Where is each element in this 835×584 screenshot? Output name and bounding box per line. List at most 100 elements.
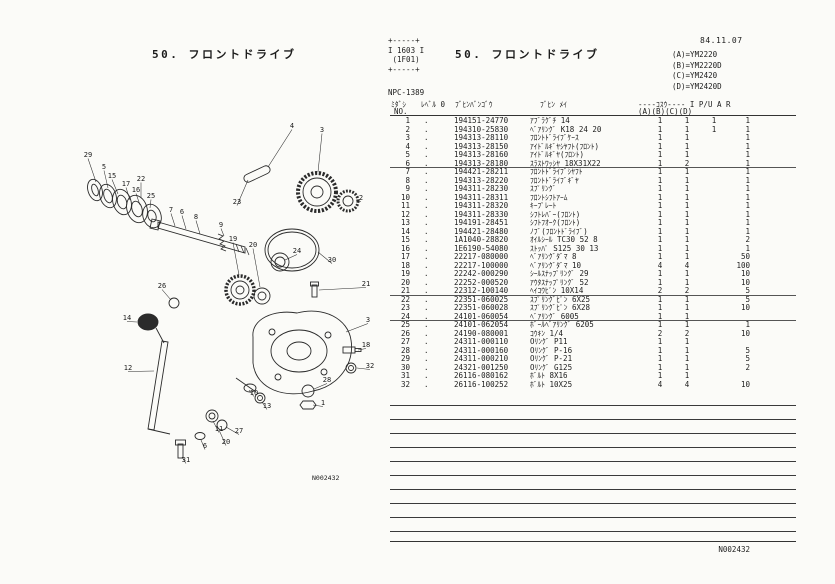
- fiche-code-line: +-----+: [388, 36, 420, 45]
- row-part-name: ｽﾌﾟﾘﾝｸﾞ: [530, 185, 557, 194]
- model-list: (A)=YM2220(B)=YM2220D(C)=YM2420(D)=YM242…: [672, 50, 722, 92]
- row-qty-b: 1: [684, 226, 690, 236]
- row-qty-b: 1: [684, 354, 690, 364]
- row-level: .: [424, 337, 429, 347]
- row-no: 15: [400, 235, 410, 245]
- row-part-name: ｺｳｷﾝ 1/4: [530, 329, 564, 338]
- row-part-number: 26116-080162: [454, 371, 509, 381]
- row-level: .: [424, 175, 429, 185]
- row-no: 8: [405, 175, 410, 185]
- callout-leader: [357, 348, 367, 351]
- ruled-line: [390, 462, 796, 476]
- row-qty-a: 1: [657, 175, 663, 185]
- row-level: .: [424, 371, 429, 381]
- revision-date: 84.11.07: [700, 36, 743, 45]
- row-level: .: [424, 277, 429, 287]
- row-qty-b: 1: [684, 175, 690, 185]
- row-part-name: ﾎﾞﾙﾄ 8X16: [530, 372, 568, 381]
- row-part-name: ｱﾌﾞﾗｸﾞﾁ 14: [530, 117, 570, 125]
- row-part-number: 194313-28110: [454, 133, 509, 143]
- row-part-name: ﾍﾞｱﾘﾝｸﾞ K18 24 20: [530, 125, 602, 134]
- row-no: 17: [400, 252, 410, 262]
- row-level: .: [424, 201, 429, 211]
- row-no: 2: [405, 124, 410, 134]
- callout-leader: [261, 401, 268, 410]
- row-qty-a: 1: [657, 345, 663, 355]
- row-part-number: 194311-28311: [454, 192, 509, 202]
- callout-leader: [267, 129, 293, 168]
- row-level: .: [424, 124, 429, 134]
- small-gear: [336, 189, 360, 213]
- row-qty-b: 1: [684, 124, 690, 134]
- row-level: .: [424, 260, 429, 270]
- callout-leader: [355, 199, 362, 202]
- callout-leader: [236, 179, 249, 206]
- row-qty-a: 1: [657, 158, 663, 168]
- callout-number: 9: [219, 221, 223, 229]
- callout-number: 8: [194, 213, 198, 221]
- callout-number: 30: [328, 256, 336, 264]
- col-header-part-number: ﾌﾞﾋﾝﾊﾞﾝｺﾞｳ: [455, 100, 493, 109]
- row-qty-b: 1: [684, 320, 690, 330]
- row-part-name: ｽﾌﾟﾘﾝｸﾞﾋﾟﾝ 6X28: [530, 304, 591, 313]
- row-part-number: 194310-25830: [454, 124, 509, 134]
- row-qty-pu: 1: [745, 116, 750, 125]
- row-qty-pu: 1: [745, 192, 750, 202]
- row-qty-a: 1: [657, 235, 663, 245]
- fiche-code-box: +-----+I 1603 I (1F01)+-----+: [388, 36, 424, 74]
- row-qty-a: 1: [657, 133, 663, 143]
- row-qty-pu: 1: [745, 175, 750, 185]
- row-no: 6: [405, 158, 410, 168]
- row-qty-b: 4: [684, 379, 690, 389]
- callout-leader: [252, 248, 261, 288]
- ruled-line: [390, 504, 796, 518]
- callout-number: 21: [362, 280, 370, 288]
- callout-number: 20: [249, 241, 257, 249]
- model-item: (B)=YM2220D: [672, 60, 722, 70]
- row-qty-a: 1: [657, 294, 663, 304]
- row-level: .: [424, 354, 429, 364]
- bolt-31: [175, 439, 186, 459]
- row-qty-a: 2: [657, 328, 663, 338]
- row-qty-a: 1: [657, 124, 663, 134]
- callout-leader: [135, 193, 141, 206]
- row-level: .: [424, 345, 429, 355]
- row-part-name: ｱｳﾀｽﾅｯﾌﾟﾘﾝｸﾞ 52: [530, 278, 589, 287]
- housing: [252, 310, 353, 395]
- row-level: .: [424, 362, 429, 372]
- row-no: 27: [400, 337, 410, 347]
- row-level: .: [424, 294, 429, 304]
- row-qty-pu: 10: [740, 277, 750, 287]
- empty-ruled-lines: [390, 392, 796, 532]
- row-part-name: ﾌﾛﾝﾄｼﾌﾄｱｰﾑ: [530, 193, 568, 202]
- row-qty-pu: 1: [745, 124, 750, 134]
- row-no: 25: [400, 320, 410, 330]
- col-header-part-name: ﾌﾞﾋﾝ ﾒｲ: [540, 100, 568, 109]
- row-qty-a: 1: [657, 269, 663, 279]
- bearing-stack: [87, 178, 162, 229]
- row-no: 31: [400, 371, 410, 381]
- row-qty-a: 1: [657, 277, 663, 287]
- callout-number: 12: [124, 364, 132, 372]
- row-no: 32: [400, 379, 410, 389]
- row-part-number: 22217-100000: [454, 260, 509, 270]
- row-qty-pu: 10: [740, 379, 750, 389]
- row-no: 7: [405, 167, 410, 177]
- row-no: 24: [400, 311, 410, 321]
- row-qty-b: 1: [684, 243, 690, 253]
- row-level: .: [424, 133, 429, 143]
- row-level: .: [424, 252, 429, 262]
- row-no: 9: [405, 184, 410, 194]
- row-qty-a: 1: [657, 362, 663, 372]
